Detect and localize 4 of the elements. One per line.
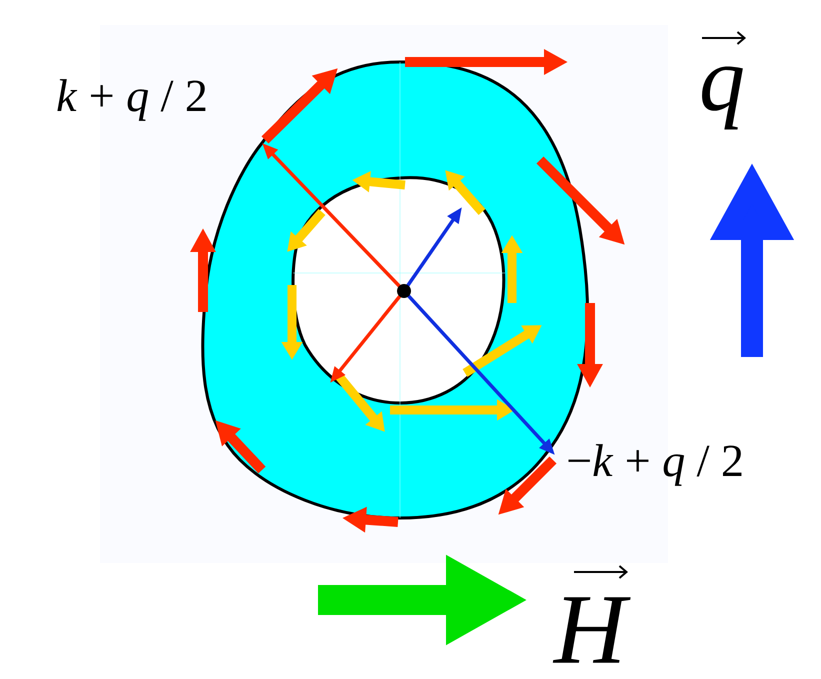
- formula-label: k + q / 2: [57, 79, 206, 121]
- formula-label: −k + q / 2: [568, 444, 742, 486]
- vector-label: H: [552, 597, 631, 663]
- vector-label: q: [702, 66, 743, 130]
